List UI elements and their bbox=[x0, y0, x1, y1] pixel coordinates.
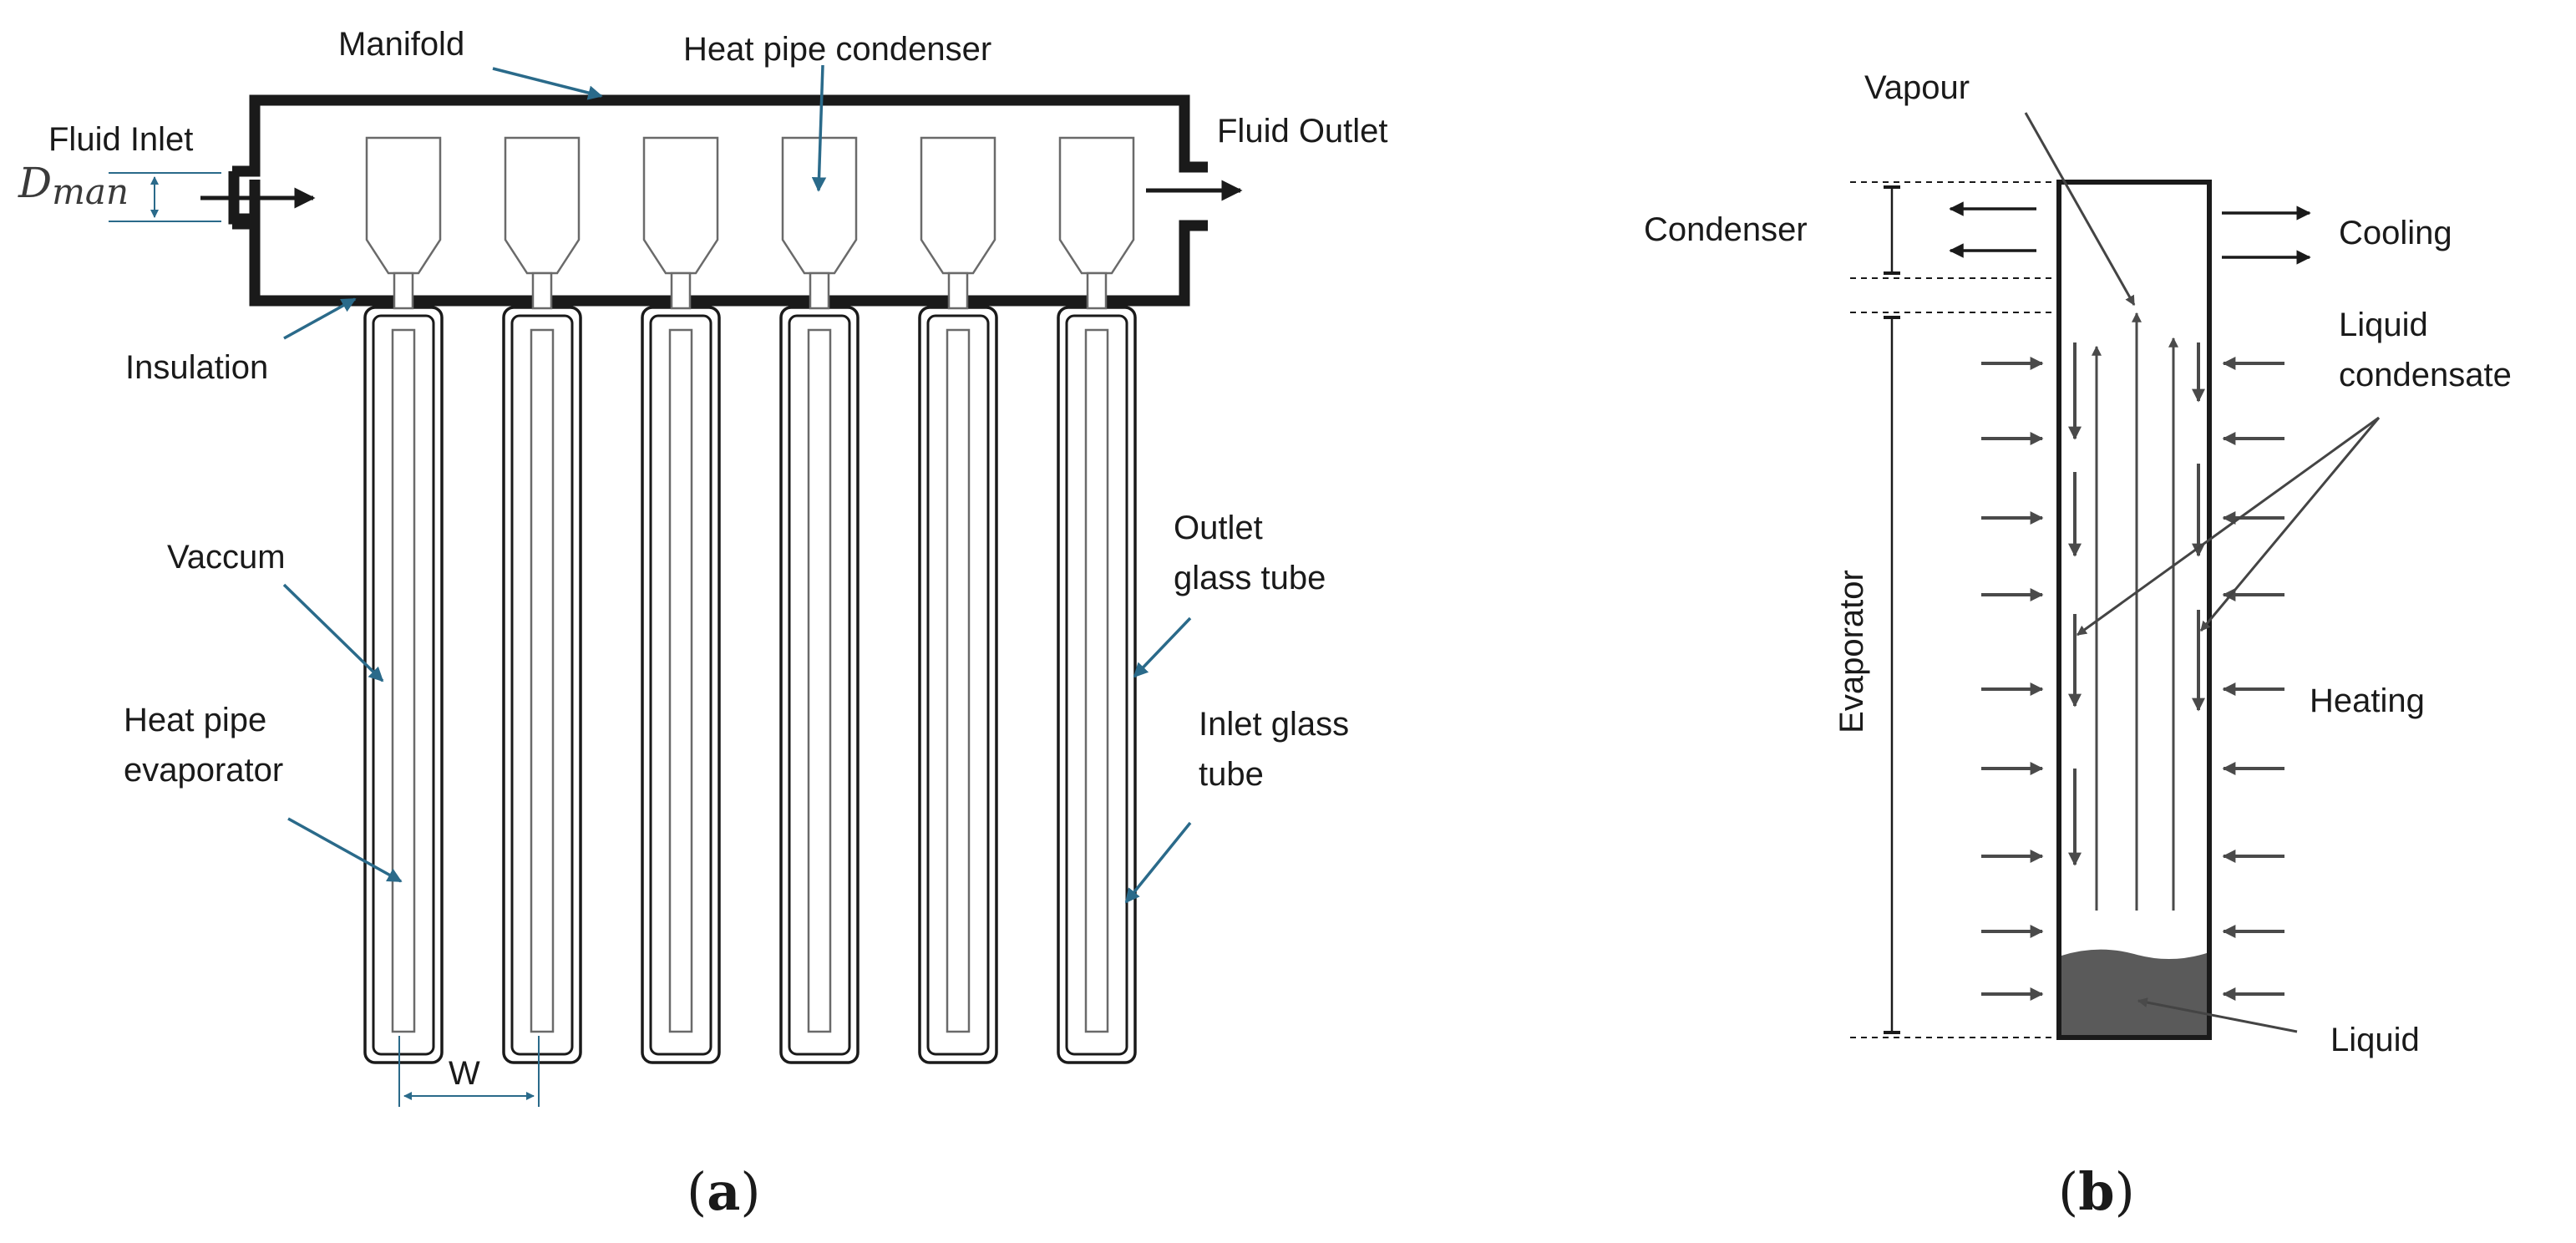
vaccum-label: Vaccum bbox=[167, 539, 286, 576]
leader-lines-a bbox=[282, 64, 1192, 904]
internal-flow-arrows bbox=[2068, 312, 2205, 911]
vapour-label: Vapour bbox=[1864, 69, 1970, 106]
evaporator-leader bbox=[287, 817, 403, 883]
heat-pipe-evaporator bbox=[807, 328, 832, 1033]
manifold-outline bbox=[232, 94, 1208, 307]
insulation-label: Insulation bbox=[125, 349, 268, 386]
inner-glass-tube bbox=[788, 314, 851, 1056]
condensate-leader-left bbox=[2077, 416, 2380, 637]
heat-pipe-condenser-bulb bbox=[504, 136, 581, 275]
outlet-glass-tube-label-line1: Outlet bbox=[1174, 510, 1263, 546]
leader-lines-b bbox=[2024, 112, 2381, 1033]
inner-glass-tube bbox=[1065, 314, 1128, 1056]
vapour-leader bbox=[2024, 112, 2136, 307]
evacuated-tubes bbox=[363, 136, 1137, 1064]
tube-assembly-1 bbox=[363, 136, 444, 1064]
heat-pipe-neck bbox=[670, 271, 692, 310]
condensate-leader-right bbox=[2199, 417, 2381, 632]
w-label: W bbox=[449, 1055, 480, 1092]
outlet-glass-tube-label-line2: glass tube bbox=[1174, 560, 1326, 596]
condenser-leader bbox=[811, 64, 827, 192]
heat-pipe-condenser-bulb bbox=[781, 136, 858, 275]
liquid-leader bbox=[2137, 997, 2298, 1033]
d-man-dimension bbox=[109, 172, 221, 222]
heat-pipe-evaporator bbox=[530, 328, 555, 1033]
panel-b-heat-pipe-principle: Vapour Condenser Cooling Liquid condensa… bbox=[1644, 69, 2512, 1222]
caption-b: (b) bbox=[2058, 1161, 2135, 1222]
heat-pipe-neck bbox=[393, 271, 414, 310]
vaccum-leader bbox=[282, 583, 384, 682]
caption-a: (a) bbox=[687, 1161, 761, 1222]
heat-pipe-condenser-bulb bbox=[1058, 136, 1135, 275]
manifold-housing bbox=[228, 171, 261, 225]
inner-glass-tube bbox=[649, 314, 712, 1056]
inner-glass-tube bbox=[926, 314, 990, 1056]
heat-pipe-evaporator-label-line1: Heat pipe bbox=[124, 702, 266, 738]
tube-assembly-6 bbox=[1057, 136, 1137, 1064]
heat-pipe-condenser-bulb bbox=[365, 136, 442, 275]
liquid-condensate-label-line1: Liquid bbox=[2339, 307, 2428, 343]
condenser-label: Condenser bbox=[1644, 211, 1808, 248]
manifold-leader bbox=[492, 67, 603, 100]
heating-label: Heating bbox=[2310, 682, 2425, 719]
heat-pipe-evaporator bbox=[1084, 328, 1109, 1033]
heat-pipe-neck bbox=[809, 271, 830, 310]
fluid-inlet-label: Fluid Inlet bbox=[48, 121, 193, 158]
inlet-glass-tube-label-line1: Inlet glass bbox=[1199, 706, 1349, 743]
panel-a-evacuated-tube-collector: Manifold Heat pipe condenser Fluid Inlet… bbox=[18, 26, 1388, 1222]
tube-assembly-2 bbox=[502, 136, 582, 1064]
outlet-glass-leader bbox=[1133, 616, 1192, 678]
tube-assembly-5 bbox=[918, 136, 998, 1064]
evaporator-label: Evaporator bbox=[1833, 570, 1870, 733]
tube-assembly-4 bbox=[779, 136, 860, 1064]
liquid-pool bbox=[2059, 949, 2209, 1038]
inlet-glass-leader bbox=[1124, 821, 1192, 904]
liquid-condensate-label-line2: condensate bbox=[2339, 357, 2512, 393]
manifold-label: Manifold bbox=[338, 26, 464, 63]
heat-pipe-neck bbox=[1086, 271, 1108, 310]
fluid-outlet-label: Fluid Outlet bbox=[1217, 113, 1388, 150]
reference-dashed-lines bbox=[1850, 181, 2059, 1038]
inner-glass-tube bbox=[372, 314, 435, 1056]
heating-arrows bbox=[1981, 357, 2284, 1001]
heat-pipe-evaporator-label-line2: evaporator bbox=[124, 752, 283, 789]
inner-glass-tube bbox=[510, 314, 574, 1056]
heat-pipe-neck bbox=[947, 271, 969, 310]
cooling-arrows bbox=[1949, 201, 2311, 265]
heat-pipe-neck bbox=[531, 271, 553, 310]
inlet-glass-tube-label-line2: tube bbox=[1199, 756, 1264, 793]
w-dimension bbox=[398, 1036, 540, 1107]
heat-pipe-evaporator bbox=[391, 328, 416, 1033]
heat-pipe-body bbox=[2056, 180, 2212, 1040]
tube-assembly-3 bbox=[641, 136, 721, 1064]
d-man-label: Dman bbox=[18, 159, 129, 212]
cooling-label: Cooling bbox=[2339, 215, 2452, 251]
heat-pipe-condenser-bulb bbox=[642, 136, 719, 275]
insulation-leader bbox=[283, 297, 357, 340]
liquid-label: Liquid bbox=[2330, 1022, 2420, 1058]
heat-pipe-evaporator bbox=[946, 328, 971, 1033]
heat-pipe-evaporator bbox=[668, 328, 693, 1033]
heat-pipe-condenser-bulb bbox=[920, 136, 996, 275]
heat-pipe-condenser-label: Heat pipe condenser bbox=[683, 31, 991, 68]
